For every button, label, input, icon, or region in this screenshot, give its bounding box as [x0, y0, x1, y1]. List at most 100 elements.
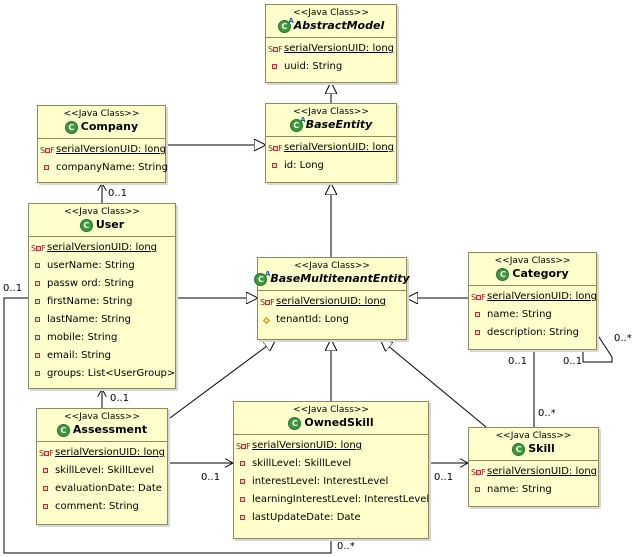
attribute: comment: String — [55, 501, 139, 512]
attribute: serialVersionUID: long — [252, 440, 363, 451]
attribute: userName: String — [47, 260, 135, 271]
class-icon: C — [64, 120, 78, 134]
private-icon — [240, 461, 245, 466]
multiplicity-label: 0..1 — [508, 356, 528, 367]
multiplicity-label: 0..1 — [563, 356, 583, 367]
private-icon — [475, 330, 480, 335]
stereotype: <<Java Class>> — [293, 8, 369, 18]
attribute: lastName: String — [47, 314, 131, 325]
multiplicity-label: 0..* — [614, 333, 632, 344]
attribute: email: String — [47, 350, 111, 361]
attribute: skillLevel: SkillLevel — [55, 465, 155, 476]
private-icon — [240, 497, 245, 502]
attribute: lastUpdateDate: Date — [252, 512, 361, 523]
private-icon — [35, 353, 40, 358]
attribute: serialVersionUID: long — [284, 142, 395, 153]
attribute: name: String — [487, 309, 552, 320]
attribute: tenantId: Long — [276, 314, 349, 325]
attribute: serialVersionUID: long — [284, 43, 395, 54]
inherit-skill-bme — [381, 340, 487, 428]
attribute: name: String — [487, 484, 552, 495]
attribute: serialVersionUID: long — [487, 291, 598, 302]
private-icon — [44, 165, 49, 170]
stereotype: <<Java Class>> — [294, 261, 370, 271]
stereotype: <<Java Class>> — [494, 256, 571, 266]
multiplicity-label: 0..1 — [3, 283, 23, 294]
stereotype: <<Java Class>> — [293, 107, 369, 117]
class-name: Assessment — [72, 423, 148, 436]
attribute: skillLevel: SkillLevel — [252, 458, 352, 469]
private-icon — [43, 504, 48, 509]
attribute: passw ord: String — [47, 278, 135, 289]
private-icon — [35, 317, 40, 322]
class-name: AbstractModel — [293, 19, 385, 32]
class-name: BaseEntity — [305, 118, 373, 131]
attribute: uuid: String — [284, 61, 343, 72]
private-icon — [475, 487, 480, 492]
class-name: Company — [80, 120, 139, 133]
private-icon — [35, 281, 40, 286]
attribute: companyName: String — [56, 162, 168, 173]
assoc-category-self — [582, 333, 613, 363]
multiplicity-label: 0..1 — [201, 472, 221, 483]
attribute: id: Long — [284, 160, 324, 171]
class-name: BaseMultitenantEntity — [270, 272, 410, 285]
multiplicity-label: 0..1 — [108, 188, 128, 199]
multiplicity-label: 0..1 — [434, 472, 454, 483]
class-icon: C — [288, 416, 302, 430]
class-icon: C — [496, 267, 510, 281]
class-name: OwnedSkill — [304, 416, 374, 429]
private-icon — [240, 515, 245, 520]
private-icon — [35, 371, 40, 376]
class-name: Category — [512, 267, 569, 280]
stereotype: <<Java Class>> — [64, 412, 140, 422]
class-name: Skill — [528, 442, 555, 455]
attribute: groups: List<UserGroup> — [47, 368, 176, 379]
class-name: User — [95, 218, 125, 231]
multiplicity-label: 0..* — [538, 408, 556, 419]
private-icon — [272, 163, 277, 168]
attribute: learningInterestLevel: InterestLevel — [252, 494, 430, 505]
private-icon — [35, 335, 40, 340]
attribute: evaluationDate: Date — [55, 483, 162, 494]
attribute: firstName: String — [47, 296, 133, 307]
class-icon: C — [56, 423, 70, 437]
stereotype: <<Java Class>> — [63, 109, 140, 119]
private-icon — [43, 486, 48, 491]
private-icon — [35, 299, 40, 304]
attribute: description: String — [487, 327, 579, 338]
attribute: serialVersionUID: long — [276, 296, 387, 307]
attribute: mobile: String — [47, 332, 118, 343]
multiplicity-label: 0..1 — [110, 393, 130, 404]
class-icon: C — [79, 218, 93, 232]
attribute: interestLevel: InterestLevel — [252, 476, 389, 487]
private-icon — [35, 263, 40, 268]
stereotype: <<Java Class>> — [64, 207, 140, 217]
private-icon — [272, 64, 277, 69]
stereotype: <<Java Class>> — [293, 405, 369, 415]
attribute: serialVersionUID: long — [487, 466, 598, 477]
attribute: serialVersionUID: long — [56, 144, 167, 155]
